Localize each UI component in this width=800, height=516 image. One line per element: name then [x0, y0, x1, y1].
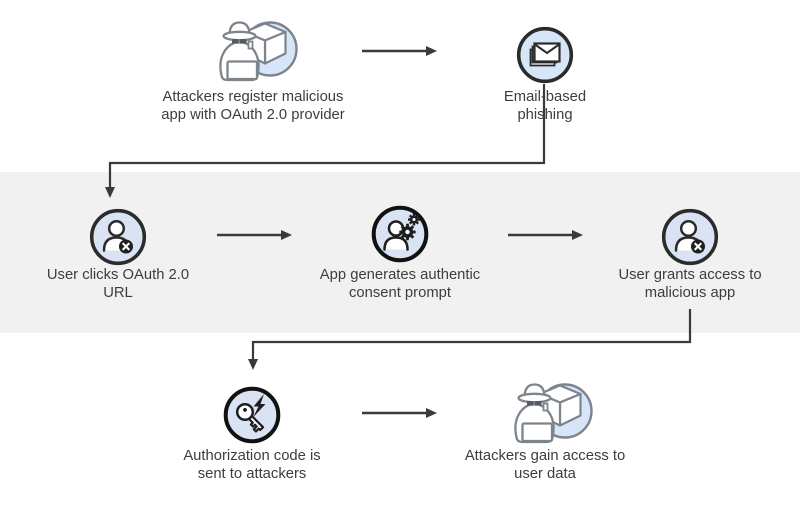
- label-line: Attackers register malicious: [162, 89, 344, 105]
- user-x-icon: [661, 208, 719, 266]
- user-x-icon: [89, 208, 147, 266]
- label-line: consent prompt: [349, 284, 451, 301]
- step-label-register: Attackers register malicious app with OA…: [123, 89, 383, 124]
- step-label-consent: App generates authentic consent prompt: [270, 267, 530, 302]
- label-line: user data: [514, 465, 576, 482]
- label-line: App generates authentic: [319, 267, 481, 283]
- label-line: URL: [103, 284, 133, 301]
- label-line: Email-based: [503, 89, 587, 105]
- label-line: malicious app: [644, 284, 736, 301]
- label-line: sent to attackers: [197, 465, 307, 482]
- label-line: User clicks OAuth 2.0: [46, 267, 190, 283]
- label-line: Attackers gain access to: [464, 448, 626, 464]
- step-label-click: User clicks OAuth 2.0 URL: [0, 267, 248, 302]
- step-label-phishing: Email-based phishing: [415, 89, 675, 124]
- step-label-authcode: Authorization code is sent to attackers: [122, 448, 382, 483]
- key-lightning-icon: [223, 386, 281, 444]
- label-line: app with OAuth 2.0 provider: [161, 106, 345, 123]
- email-stack-icon: [516, 26, 574, 84]
- label-line: phishing: [517, 106, 573, 123]
- user-gear-icon: [371, 205, 429, 263]
- label-line: User grants access to: [618, 267, 762, 283]
- attacker-package-icon: [219, 21, 298, 82]
- label-line: Authorization code is: [183, 448, 321, 464]
- step-label-gain: Attackers gain access to user data: [415, 448, 675, 483]
- attacker-package-icon: [514, 383, 593, 444]
- step-label-grant: User grants access to malicious app: [560, 267, 800, 302]
